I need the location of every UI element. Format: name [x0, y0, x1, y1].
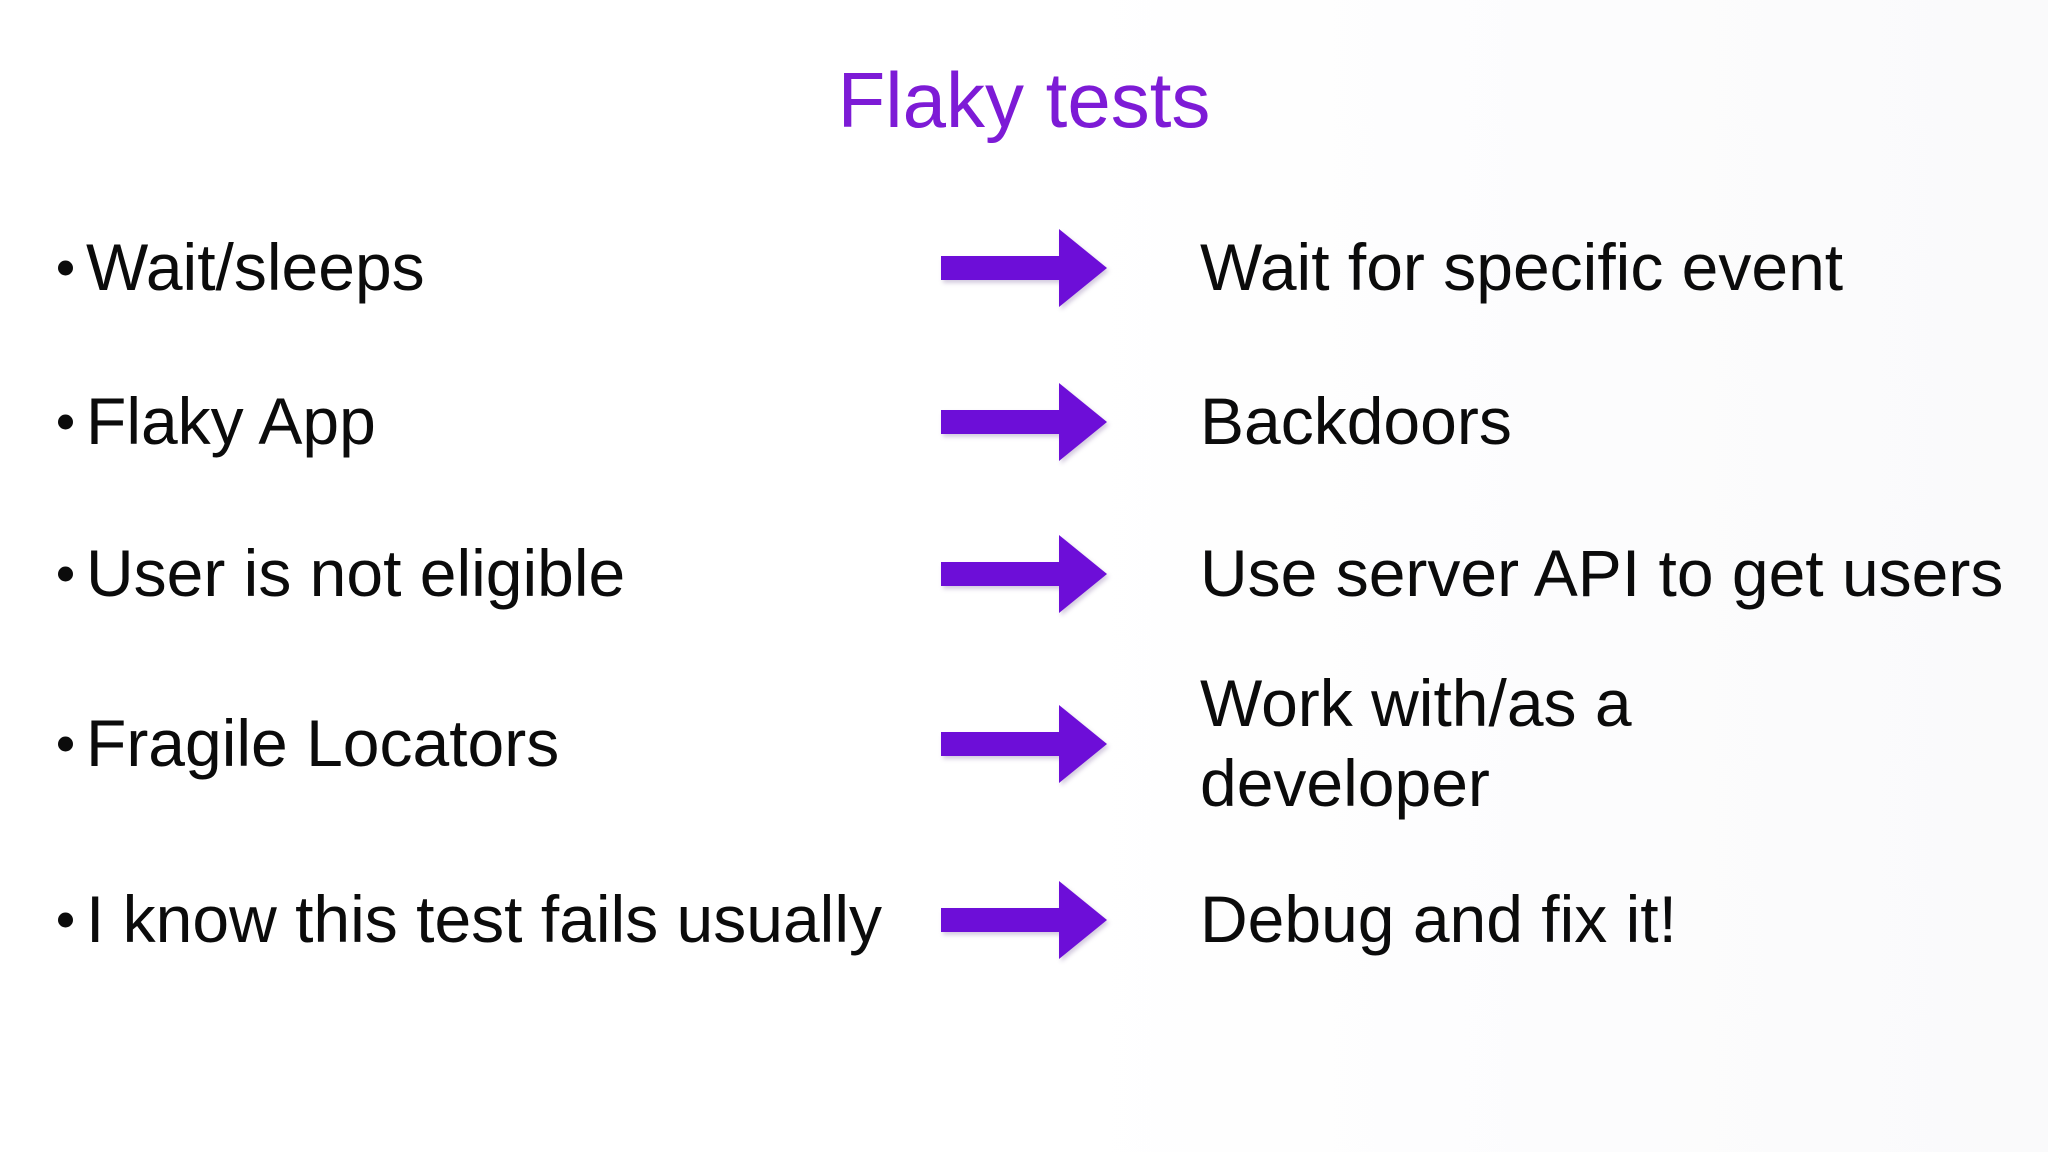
bullet-icon	[58, 260, 73, 276]
solution-text: Work with/as a developer	[1200, 666, 1632, 820]
bullet-icon	[58, 566, 73, 582]
right-arrow-icon	[941, 535, 1107, 613]
problem-text: Flaky App	[86, 384, 376, 459]
solution-text: Wait for specific event	[1200, 230, 1844, 305]
right-arrow-icon	[941, 383, 1107, 461]
slide-title: Flaky tests	[837, 56, 1211, 144]
bullet-icon	[58, 736, 73, 752]
bullet-icon	[58, 414, 73, 430]
solution-text: Use server API to get users	[1200, 536, 2004, 611]
right-arrow-icon	[941, 881, 1107, 959]
problem-text: Wait/sleeps	[86, 230, 425, 305]
right-arrow-icon	[941, 705, 1107, 783]
solution-text: Debug and fix it!	[1200, 882, 1677, 957]
problem-text: Fragile Locators	[86, 706, 560, 781]
bullet-icon	[58, 912, 73, 928]
right-arrow-icon	[941, 229, 1107, 307]
problem-text: User is not eligible	[86, 536, 626, 611]
solution-text: Backdoors	[1200, 384, 1512, 459]
problem-text: I know this test fails usually	[86, 882, 882, 957]
